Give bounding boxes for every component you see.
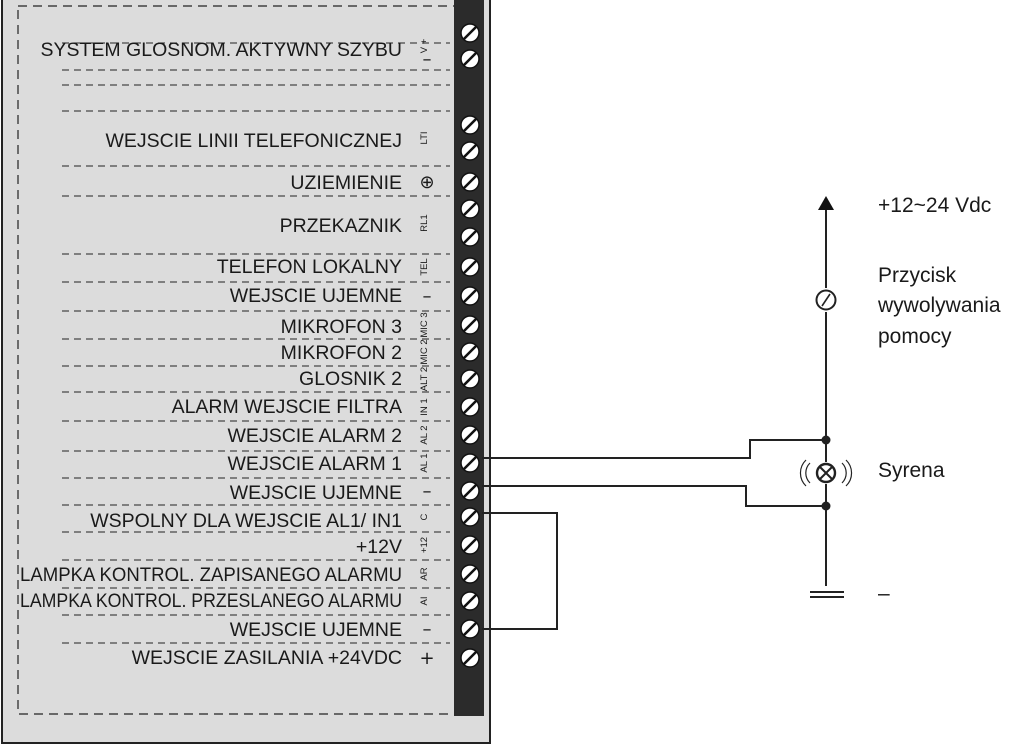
terminal-code: AL 2 [419,425,430,444]
terminal-label: SYSTEM GLOSNOM. AKTYWNY SZYBU [40,39,402,61]
terminal-row: LAMPKA KONTROL. ZAPISANEGO ALARMU AR [20,564,430,586]
terminal-code: MIC 3 [419,312,430,337]
terminal-label: +12V [356,536,402,558]
terminal-row: WEJSCIE UJEMNE– [230,481,432,504]
terminal-label: PRZEKAZNIK [280,215,402,237]
screw-terminal-icon [460,648,480,668]
terminal-code: AR [419,567,430,580]
supply-arrow [818,196,834,210]
terminal-code: AL 1 [419,453,430,472]
terminal-label: WEJSCIE LINII TELEFONICZNEJ [105,130,402,152]
terminal-row: +12V +12 [356,536,430,558]
ground-icon [810,591,844,598]
terminal-symbol: + [419,648,434,669]
terminal-label: UZIEMIENIE [290,172,402,194]
screw-terminal-icon [460,286,480,306]
terminal-row: PRZEKAZNIK RL1 [280,214,430,237]
terminal-label: LAMPKA KONTROL. PRZESLANEGO ALARMU [20,590,402,612]
terminal-code: TEL [419,258,430,275]
terminal-row: GLOSNIK 2 ALT 2 [299,367,430,391]
terminal-row: SYSTEM GLOSNOM. AKTYWNY SZYBU V +– [40,38,431,70]
button-label-line-2: wywolywania [877,294,1001,317]
wire-al1-to-siren [482,439,826,459]
terminal-row: MIKROFON 3 MIC 3 [281,312,430,338]
terminal-label: WSPOLNY DLA WEJSCIE AL1/ IN1 [90,510,402,532]
screw-terminal-icon [460,23,480,43]
wire-negative-to-siren [482,485,826,507]
terminal-label: MIKROFON 2 [281,342,402,364]
terminal-symbol: – [423,619,432,640]
screw-terminal-icon [460,619,480,639]
terminal-label: ALARM WEJSCIE FILTRA [172,396,402,418]
terminal-symbol: – [423,481,432,502]
screw-terminal-icon [460,115,480,135]
terminal-code: RL1 [419,214,430,231]
siren-label: Syrena [878,459,945,482]
terminal-row: WEJSCIE ALARM 2 AL 2 [228,425,430,447]
terminal-code: ALT 2 [419,367,430,391]
terminal-row: MIKROFON 2 MIC 2 [281,339,430,364]
module-panel [1,0,491,744]
terminal-row: WEJSCIE ZASILANIA +24VDC + [132,647,435,669]
screw-terminal-icon [460,591,480,611]
external-wiring: +12~24 Vdc Przycisk wywolywania pomocy S… [482,194,1001,630]
terminal-code: C [419,513,430,520]
terminal-label: TELEFON LOKALNY [217,256,402,278]
terminal-label: WEJSCIE ALARM 1 [228,453,402,475]
screw-terminal-icon [460,315,480,335]
terminal-label: WEJSCIE UJEMNE [230,619,402,641]
terminal-row: WEJSCIE ALARM 1 AL 1 [228,453,430,475]
terminal-code: IN 1 [419,398,430,415]
screw-terminal-icon [460,535,480,555]
terminal-label: WEJSCIE UJEMNE [230,482,402,504]
ground-label: – [878,582,890,605]
screw-terminal-icon [460,172,480,192]
terminal-row: TELEFON LOKALNY TEL [217,256,430,278]
help-button-icon [815,289,837,311]
terminal-symbol: – [423,286,432,307]
terminal-row: WEJSCIE UJEMNE– [230,619,432,641]
terminal-code: AI [419,597,430,606]
terminal-row: WEJSCIE UJEMNE– [230,285,432,307]
terminal-label: LAMPKA KONTROL. ZAPISANEGO ALARMU [20,564,402,586]
screw-terminal-icon [460,257,480,277]
terminal-row: ALARM WEJSCIE FILTRA IN 1 [172,396,430,418]
screw-terminal-icon [460,564,480,584]
screw-terminal-icon [460,199,480,219]
screw-terminal-icon [460,507,480,527]
terminal-label: WEJSCIE ALARM 2 [228,425,402,447]
button-label-line-1: Przycisk [878,264,957,287]
terminal-label: GLOSNIK 2 [299,368,402,390]
screw-terminal-icon [460,49,480,69]
terminal-code: LTI [419,131,430,144]
terminal-row: LAMPKA KONTROL. PRZESLANEGO ALARMU AI [20,590,430,612]
screw-terminal-icon [460,227,480,247]
terminal-row: WSPOLNY DLA WEJSCIE AL1/ IN1 C [90,510,430,532]
terminal-label: WEJSCIE UJEMNE [230,285,402,307]
terminal-label: WEJSCIE ZASILANIA +24VDC [132,647,402,669]
terminal-code: V + [419,38,430,53]
terminal-symbol: ⊕ [419,172,434,193]
screw-terminal-icon [460,397,480,417]
screw-terminal-icon [460,369,480,389]
screw-terminal-icon [460,425,480,445]
terminal-code: MIC 2 [419,339,430,364]
jumper-common-to-negative [482,512,558,630]
screw-terminal-icon [460,453,480,473]
siren-icon [799,459,853,487]
terminal-symbol: – [423,49,432,70]
terminal-row: WEJSCIE LINII TELEFONICZNEJ LTI [105,130,430,152]
supply-label: +12~24 Vdc [878,194,991,217]
screw-terminal-icon [460,342,480,362]
terminal-row: UZIEMIENIE ⊕ [290,172,434,194]
screw-terminal-icon [460,141,480,161]
terminal-label: MIKROFON 3 [281,316,402,338]
screw-terminal-icon [460,481,480,501]
terminal-code: +12 [419,537,430,553]
button-label-line-3: pomocy [878,325,952,348]
